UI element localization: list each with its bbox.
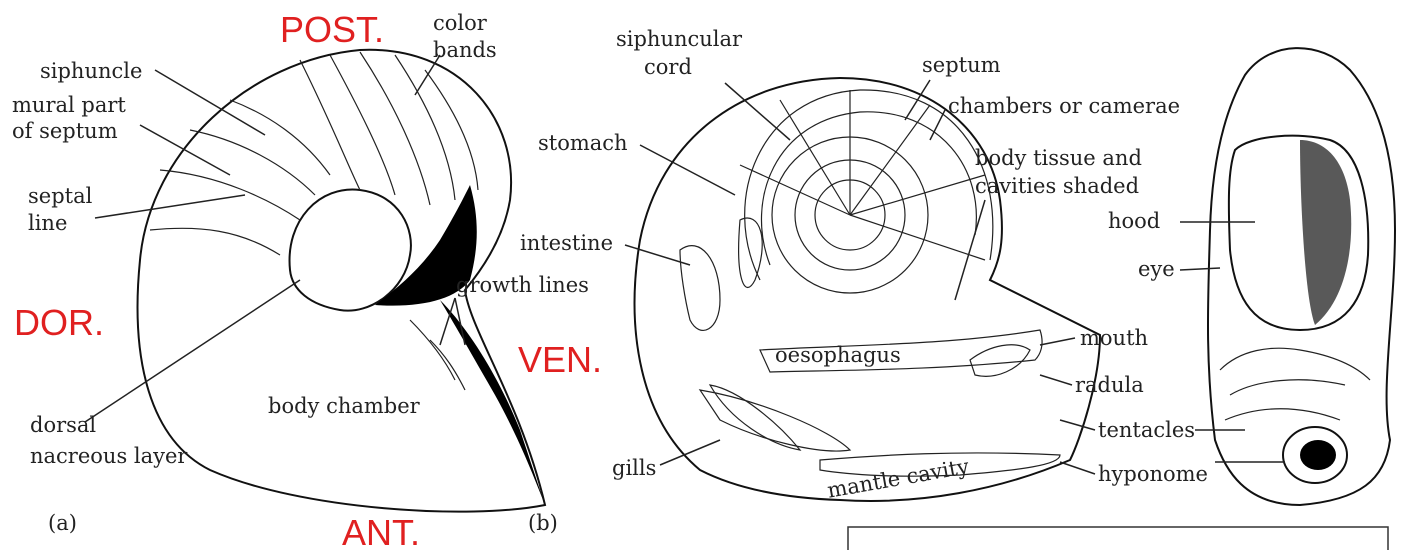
label-body-chamber: body chamber [268, 394, 421, 418]
panel-b-tag: (b) [528, 511, 558, 535]
orientation-ant: ANT. [342, 512, 420, 550]
panel-b-leader-lines [625, 80, 1095, 474]
label-gills: gills [612, 456, 656, 480]
label-mural-septum: of septum [12, 119, 118, 143]
orientation-post: POST. [280, 9, 384, 50]
label-siphuncular: siphuncular [616, 27, 743, 51]
label-mouth: mouth [1080, 326, 1148, 350]
label-growth-lines: growth lines [456, 273, 589, 297]
empty-label-box [848, 527, 1388, 550]
label-hyponome: hyponome [1098, 462, 1208, 486]
label-dorsal: dorsal [30, 413, 96, 437]
shell-section-drawing [635, 78, 1100, 501]
label-body-tissue: body tissue and [975, 146, 1142, 170]
label-septal-line: line [28, 211, 67, 235]
label-hood: hood [1108, 209, 1160, 233]
orientation-ven: VEN. [518, 339, 602, 380]
label-color-bands: bands [433, 38, 497, 62]
label-intestine: intestine [520, 231, 613, 255]
label-eye: eye [1138, 257, 1175, 281]
label-mural-part: mural part [12, 93, 126, 117]
label-tentacles: tentacles [1098, 418, 1195, 442]
orientation-dor: DOR. [14, 302, 104, 343]
label-stomach: stomach [538, 131, 628, 155]
label-siphuncular-cord: cord [644, 55, 692, 79]
label-siphuncle: siphuncle [40, 59, 142, 83]
label-oesophagus: oesophagus [775, 343, 901, 367]
label-septum: septum [922, 53, 1001, 77]
panel-a-tag: (a) [48, 511, 77, 535]
label-chambers: chambers or camerae [948, 94, 1180, 118]
label-radula: radula [1075, 373, 1144, 397]
label-color: color [433, 11, 488, 35]
label-septal: septal [28, 184, 93, 208]
label-nacreous-layer: nacreous layer [30, 444, 188, 468]
label-cavities-shaded: cavities shaded [975, 174, 1139, 198]
nautilus-front-view [1180, 48, 1395, 505]
